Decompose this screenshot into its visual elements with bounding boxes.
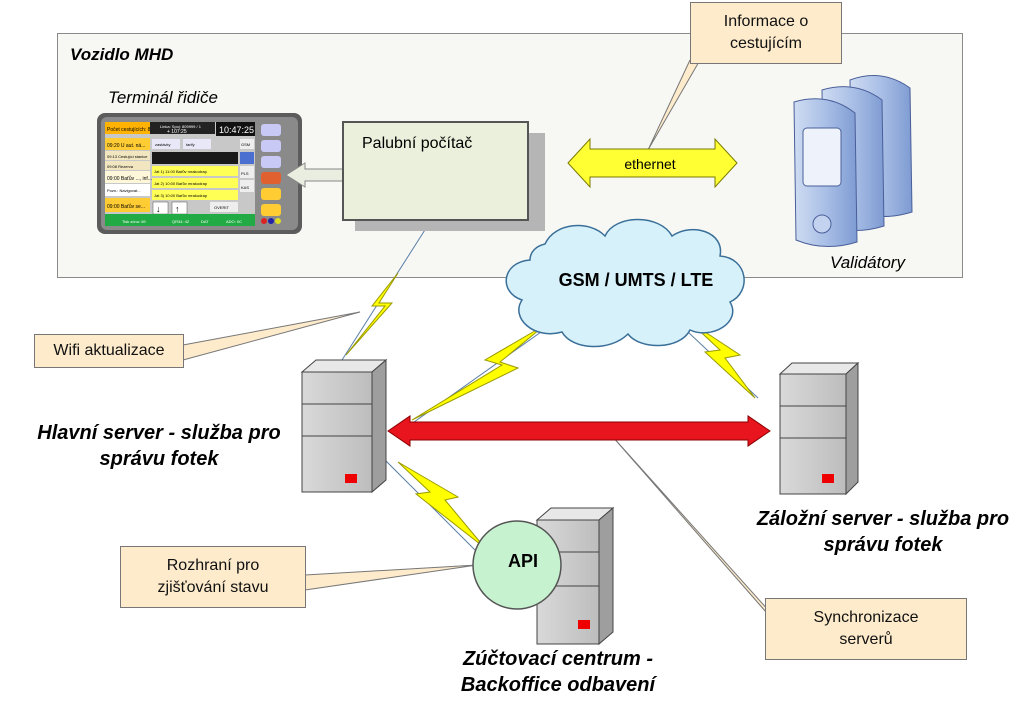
term-delay: + 107:25 (167, 129, 187, 135)
callout-wifi-text: Wifi aktualizace (53, 342, 165, 359)
term-stop-1: Jat 1) 11:00 Baťův mrakodrap (154, 169, 208, 174)
term-footer-btn: OVERIT (214, 205, 229, 210)
lightning-wifi-icon (345, 272, 399, 356)
ethernet-arrow (567, 137, 738, 189)
callout-pointers (182, 59, 781, 629)
callout-sync: Synchronizace serverů (765, 598, 967, 660)
term-row-5: Pozn.: Navigovat... (107, 188, 141, 193)
term-row-3: 09:08 Rezerva (107, 164, 134, 169)
callout-wifi: Wifi aktualizace (34, 334, 184, 368)
term-bottom-3: DAT (201, 219, 209, 224)
backup-server-label: Záložní server - služba pro správu fotek (756, 508, 1010, 556)
arrow-down-icon: ↓ (156, 204, 161, 214)
cloud-label: GSM / UMTS / LTE (558, 270, 714, 290)
term-line: Linka: Spoj: 809999 / 1 (160, 124, 202, 129)
term-bottom-4: ADO: 0C (226, 219, 242, 224)
term-side-gsm: GSM (241, 142, 250, 147)
term-stop-2: Jat 2) 10:00 Baťův mrakodrap (154, 181, 208, 186)
term-btn-tariffs: tarify (186, 142, 195, 147)
terminal-title: Terminál řidiče (108, 88, 218, 107)
term-side-pls: PLS (241, 171, 249, 176)
callout-sync-text: Synchronizace serverů (813, 609, 919, 648)
validator-devices (793, 75, 913, 247)
lightning-gsm-main-icon (411, 324, 546, 421)
lightning-api-icon (397, 461, 486, 549)
callout-interface: Rozhraní pro zjišťování stavu (120, 546, 306, 608)
api-node (472, 520, 562, 610)
main-server-icon (300, 358, 388, 494)
arrow-up-icon: ↑ (175, 204, 180, 214)
term-row-2: 09:13 Cestující stanice (107, 154, 148, 159)
driver-terminal (97, 113, 302, 234)
backup-server-icon (778, 361, 860, 496)
api-label: API (507, 551, 538, 571)
term-btn-stops: zastávky (155, 142, 171, 147)
onboard-computer (342, 121, 545, 231)
gsm-cloud-icon (505, 218, 745, 348)
term-bottom-2: QR34: 42 (172, 219, 190, 224)
ethernet-label: ethernet (624, 156, 676, 172)
term-passengers: Počet cestujících: 8 (107, 127, 151, 133)
term-stop-3: Jat 3) 10:00 Baťův mrakodrap (154, 193, 208, 198)
term-bottom-1: Tisk zónu: 69 (122, 219, 146, 224)
clearing-server-label: Zúčtovací centrum - Backoffice odbavení (460, 648, 656, 696)
callout-interface-text: Rozhraní pro zjišťování stavu (157, 557, 269, 596)
term-row-6: 09:00 Baťův se... (107, 203, 145, 210)
term-row-1: 09:20 U aut. ná... (107, 143, 145, 149)
onboard-computer-label: Palubní počítač (362, 135, 473, 152)
validators-title: Validátory (830, 253, 905, 272)
lightning-gsm-backup-icon (689, 321, 756, 399)
main-server-label: Hlavní server - služba pro správu fotek (37, 422, 281, 470)
term-clock: 10:47:25 (219, 125, 254, 135)
vehicle-title: Vozidlo MHD (70, 45, 174, 64)
lightning-bolts (345, 272, 756, 549)
terminal-screen-text: Počet cestujících: 8 Linka: Spoj: 809999… (107, 124, 254, 224)
term-row-4: 09:00 Baťův ..., inf... (107, 175, 152, 182)
term-side-kas: KAS (241, 185, 249, 190)
sync-arrow (387, 415, 771, 447)
callout-info: Informace o cestujícím (690, 2, 842, 64)
callout-info-text: Informace o cestujícím (723, 13, 809, 52)
